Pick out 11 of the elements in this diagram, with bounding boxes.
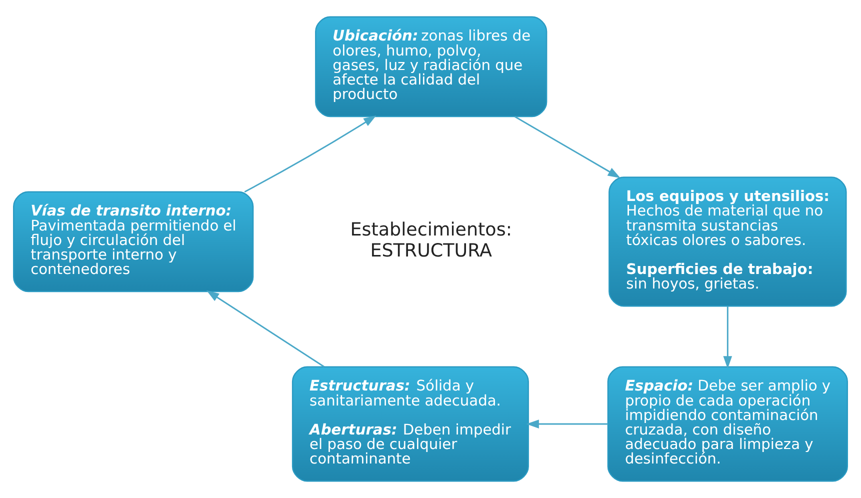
label: Establecimientos: ESTRUCTURA <box>350 220 512 262</box>
arrow <box>514 116 620 178</box>
node-box: Espacio: Debe ser amplio y propio de cada operación impidiendo contaminación cruzada, con diseño adecuado para limpieza y desinfección. <box>607 366 848 482</box>
arrow <box>526 420 608 428</box>
arrow <box>244 116 376 192</box>
node-box: Ubicación: zonas libres de olores, humo, polvo, gases, luz y radiación que afecte la calidad del producto <box>315 16 548 118</box>
node-box: Los equipos y utensilios: Hechos de material que no transmita sustancias tóxicas olores o sabores. Superficies de trabajo: sin hoyos, grietas. <box>608 176 847 307</box>
arrow <box>206 290 325 368</box>
arrow <box>723 306 732 369</box>
node-box: Vías de transito interno: Pavimentada permitiendo el flujo y circulación del transporte interno y contenedores <box>13 191 254 292</box>
node-box: Estructuras: Sólida y sanitariamente adecuada. Aberturas: Deben impedir el paso de cualquier contaminante <box>292 366 529 482</box>
